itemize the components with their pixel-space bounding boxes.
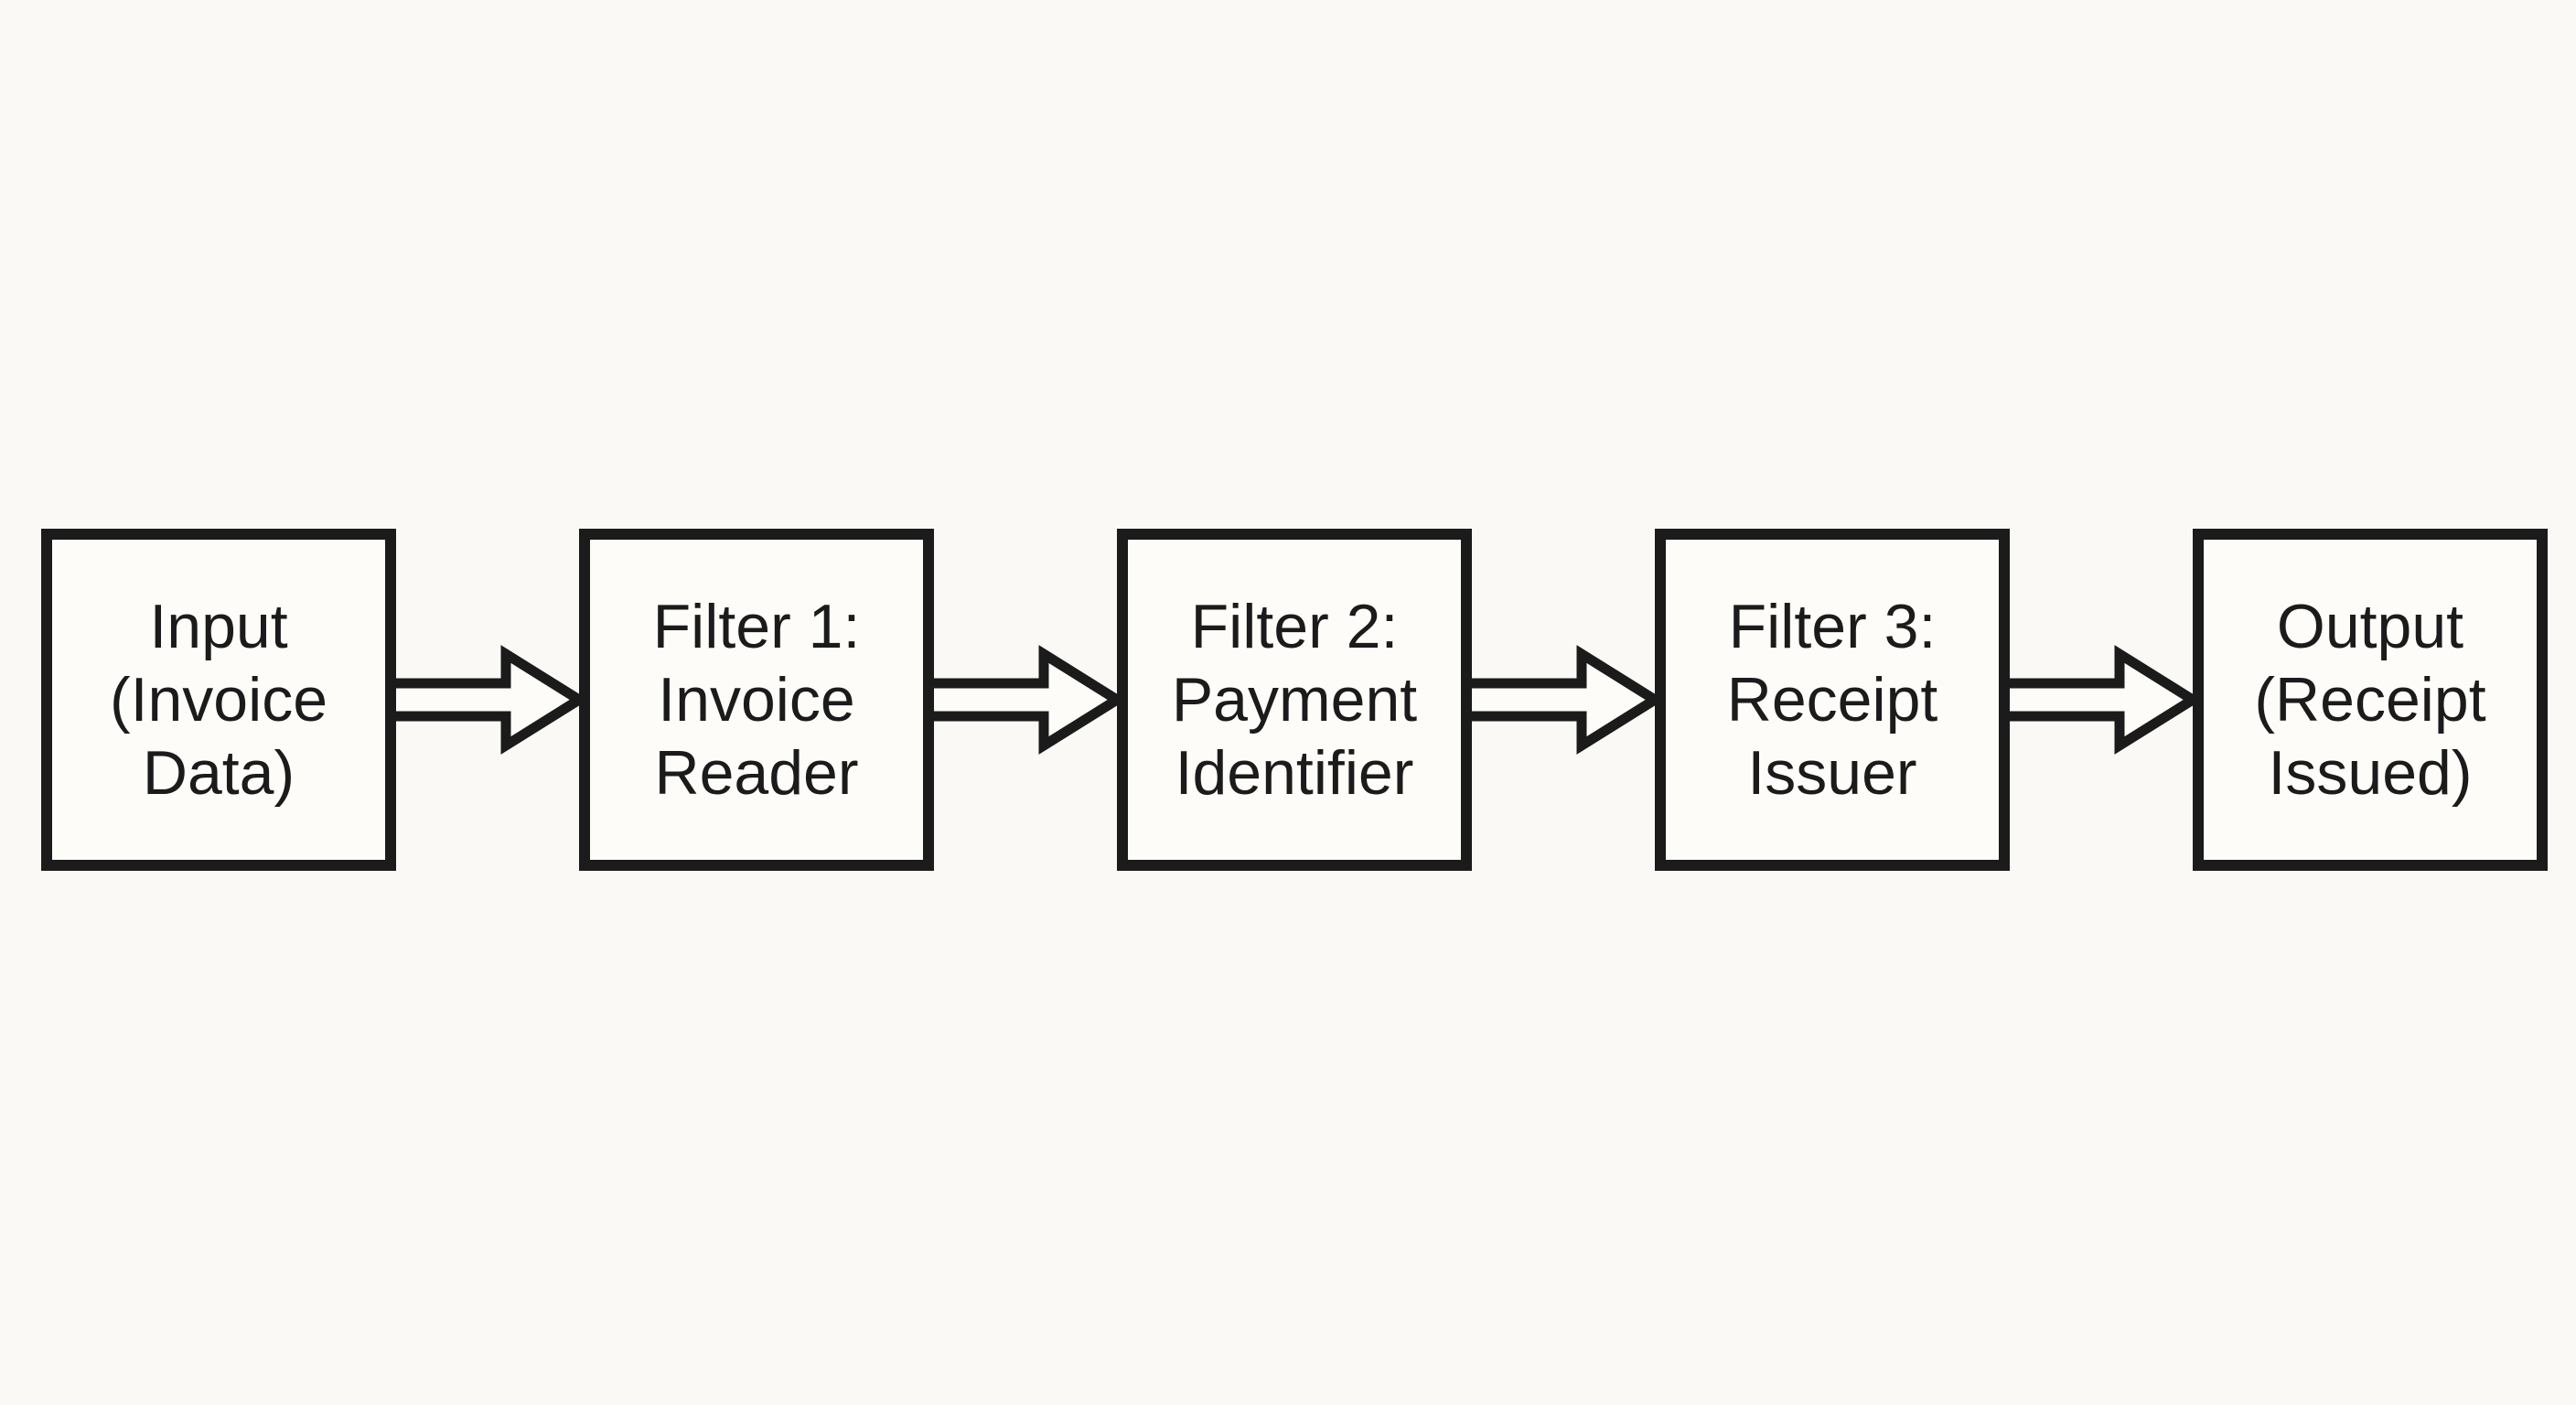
right-arrow-icon — [1472, 645, 1665, 755]
node-filter-3-label: Filter 3: Receipt Issuer — [1726, 592, 1938, 808]
node-output: Output (Receipt Issued) — [2193, 529, 2548, 871]
flow-arrow-filter2-to-filter3 — [1472, 529, 1665, 871]
node-input-label: Input (Invoice Data) — [109, 592, 328, 808]
node-filter-3: Filter 3: Receipt Issuer — [1655, 529, 2010, 871]
node-filter-1-label: Filter 1: Invoice Reader — [652, 592, 861, 808]
node-output-label: Output (Receipt Issued) — [2254, 592, 2486, 808]
right-arrow-icon — [2010, 645, 2203, 755]
right-arrow-icon — [934, 645, 1127, 755]
node-filter-2: Filter 2: Payment Identifier — [1117, 529, 1472, 871]
node-filter-1: Filter 1: Invoice Reader — [579, 529, 934, 871]
flow-arrow-input-to-filter1 — [396, 529, 589, 871]
flow-arrow-filter3-to-output — [2010, 529, 2203, 871]
right-arrow-icon — [396, 645, 589, 755]
node-filter-2-label: Filter 2: Payment Identifier — [1171, 592, 1418, 808]
flow-arrow-filter1-to-filter2 — [934, 529, 1127, 871]
pipeline-diagram: Input (Invoice Data) Filter 1: Invoice R… — [41, 529, 2548, 871]
node-input: Input (Invoice Data) — [41, 529, 396, 871]
